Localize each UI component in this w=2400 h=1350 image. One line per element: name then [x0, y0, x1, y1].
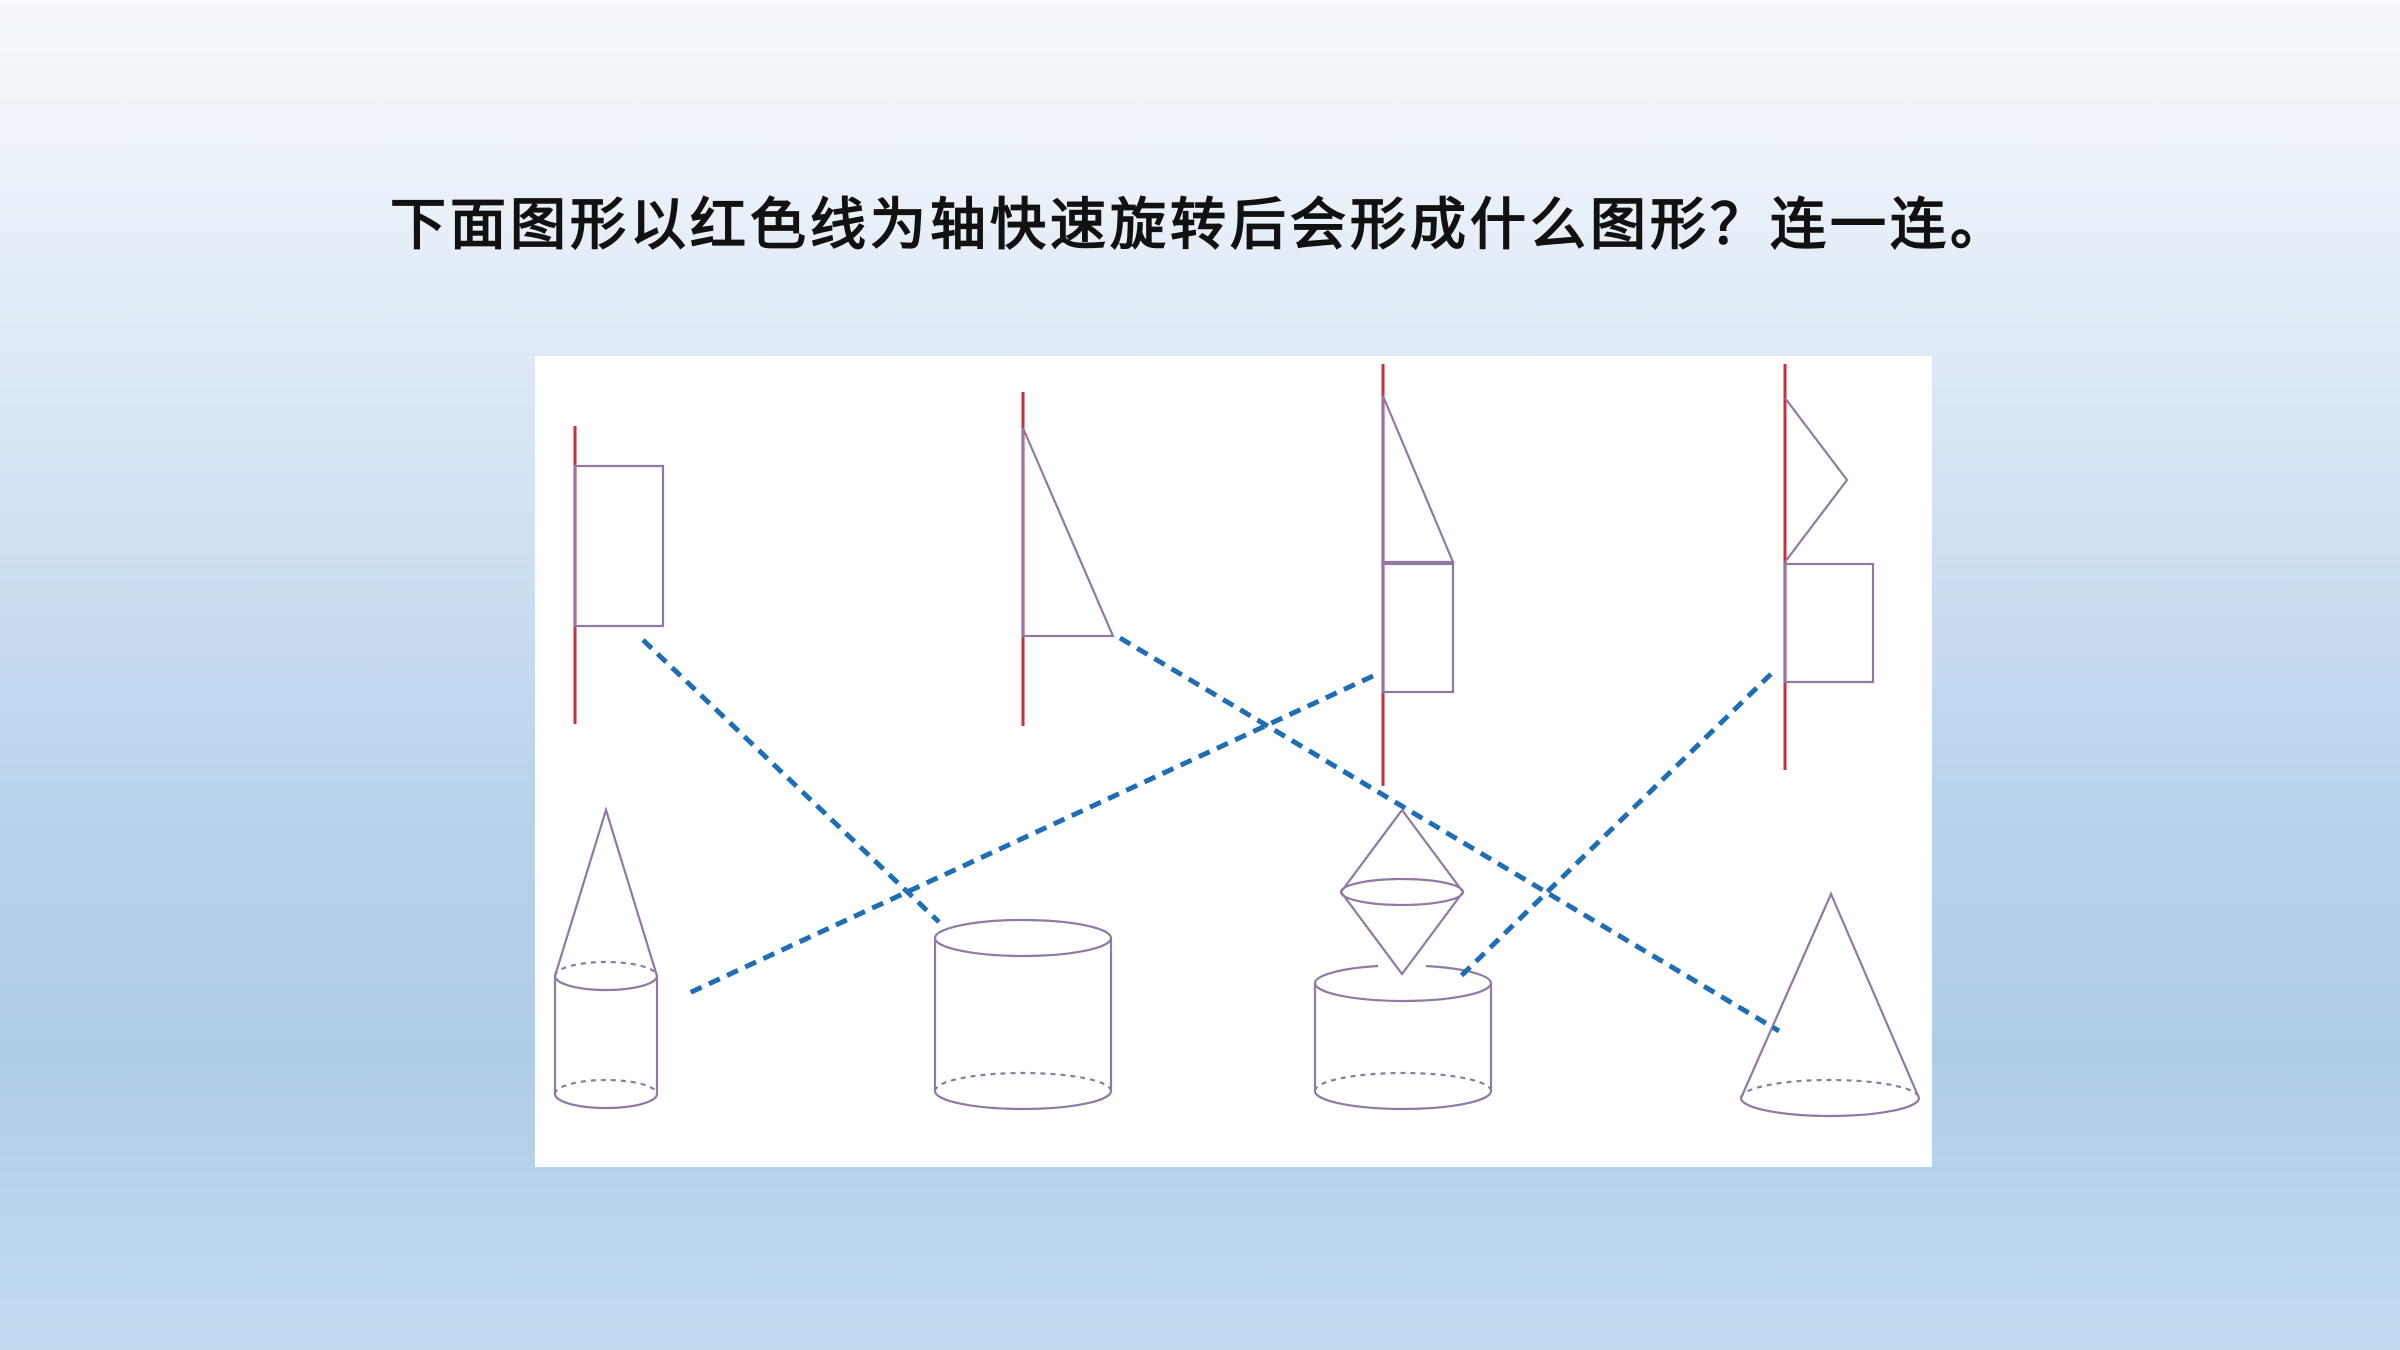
cylinder-top — [933, 918, 1113, 958]
match-line-triangle-to-cone — [1118, 635, 1781, 1034]
rectangle-shape — [1381, 562, 1455, 694]
double-cone-outline — [1339, 809, 1465, 976]
cylinder-top-back-left — [1313, 964, 1379, 984]
cylinder-top-front — [553, 975, 659, 992]
cylinder-bottom-back — [933, 1071, 1113, 1092]
rectangle-shape — [573, 464, 665, 628]
cone-base-back — [1739, 1078, 1921, 1099]
plane-figure-triangle-over-rectangle-gap — [1783, 364, 1875, 770]
cylinder-top-back-right — [1425, 964, 1493, 984]
triangle-shape — [1381, 395, 1455, 564]
solid-cylinder — [933, 918, 1113, 1111]
cylinder-bottom-front — [553, 1093, 659, 1110]
cone-sides — [1739, 891, 1921, 1099]
cylinder-top-front — [1313, 982, 1493, 1003]
question-title: 下面图形以红色线为轴快速旋转后会形成什么图形？连一连。 — [390, 193, 2010, 258]
match-line-gap-figure-to-double-cone-cylinder — [1459, 672, 1773, 978]
cylinder-bottom-front — [1313, 1090, 1493, 1111]
plane-figure-right-triangle — [1021, 392, 1115, 726]
solid-double-cone-over-cylinder — [1313, 809, 1493, 1111]
cone-base-front — [1739, 1097, 1921, 1118]
right-triangle-shape — [1021, 427, 1115, 638]
cone-sides — [553, 806, 659, 977]
cylinder-top-back — [553, 960, 659, 977]
cylinder-bottom-back — [1313, 1071, 1493, 1092]
plane-figure-triangle-over-rectangle — [1381, 364, 1455, 786]
solid-cone — [1739, 891, 1921, 1118]
triangle-shape — [1784, 397, 1849, 563]
match-line-triangle-rectangle-to-cone-cylinder — [685, 673, 1375, 997]
solid-cone-on-cylinder — [553, 806, 659, 1110]
double-cone-equator — [1339, 877, 1465, 907]
match-line-rectangle-to-cylinder — [641, 638, 941, 924]
rectangle-shape — [1783, 562, 1875, 684]
plane-figure-rectangle — [573, 426, 665, 724]
cylinder-bottom-back — [553, 1078, 659, 1095]
answer-lines — [641, 635, 1781, 1034]
cylinder-bottom-front — [933, 1090, 1113, 1111]
diagram-canvas — [553, 364, 1921, 1118]
diagram-panel — [535, 356, 1932, 1167]
